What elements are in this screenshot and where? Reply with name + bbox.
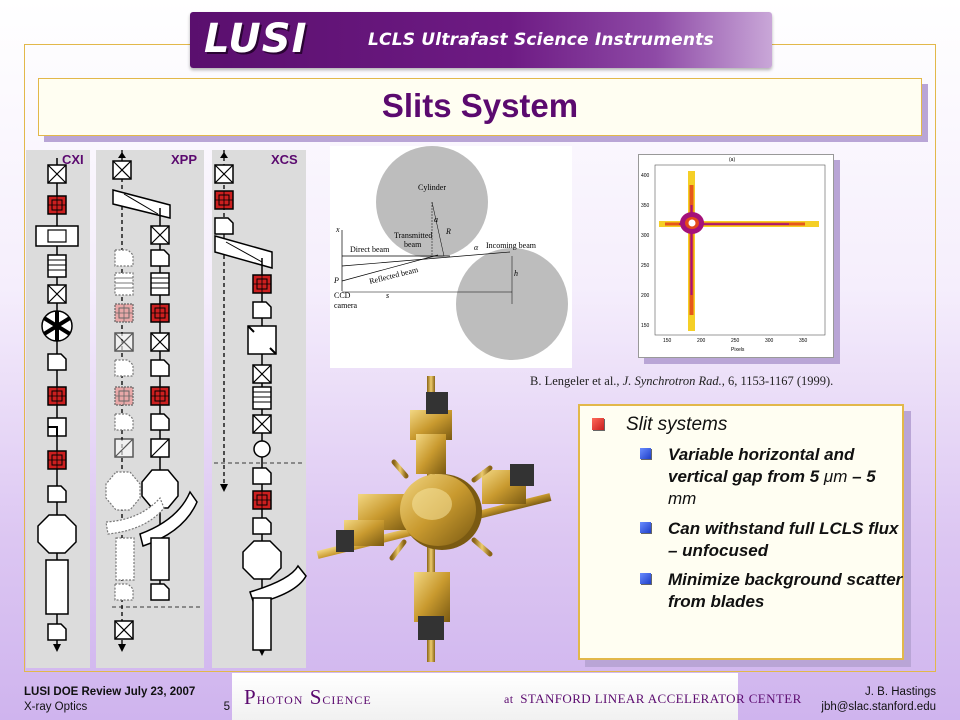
page-title: Slits System <box>381 87 579 124</box>
beamline-label-xcs: XCS <box>271 152 298 167</box>
beamline-label-xpp: XPP <box>171 152 198 167</box>
label-beam: beam <box>404 240 422 249</box>
footer-email: jbh@slac.stanford.edu <box>821 701 936 713</box>
plot-title: (a) <box>729 157 735 163</box>
label-a0: a <box>434 215 438 224</box>
footer-banner-photon-science: PHOTON SCIENCE <box>244 685 372 709</box>
plot-xtick-250: 250 <box>731 338 740 344</box>
plot-ytick-350: 350 <box>641 203 650 209</box>
label-direct-beam: Direct beam <box>350 245 390 254</box>
plot-ytick-150: 150 <box>641 323 650 329</box>
beamline-xpp <box>96 150 204 668</box>
footer-banner: PHOTON SCIENCE at STANFORD LINEAR ACCELE… <box>232 673 801 720</box>
label-transmitted: Transmitted <box>394 231 432 240</box>
bullet-heading: Slit systems <box>591 414 728 435</box>
label-camera: camera <box>334 301 358 310</box>
bullet-item-flux: Can withstand full LCLS flux – unfocused <box>640 518 904 562</box>
diffraction-plot: (a) 400 350 300 250 200 150 150 200 250 … <box>638 154 834 358</box>
label-x: x <box>335 225 340 234</box>
plot-ytick-250: 250 <box>641 263 650 269</box>
label-reflected-beam: Reflected beam <box>368 265 419 286</box>
bullet-item-gap-u1: μm <box>819 467 848 486</box>
beamline-label-cxi: CXI <box>62 152 84 167</box>
label-cylinder: Cylinder <box>418 183 446 192</box>
label-P: P <box>333 276 339 285</box>
footer-topic: X-ray Optics <box>24 701 88 713</box>
plot-xtick-300: 300 <box>765 338 774 344</box>
label-alpha0: α <box>474 243 479 252</box>
header-banner: LUSI LCLS Ultrafast Science Instruments <box>190 12 772 68</box>
footer-left: LUSI DOE Review July 23, 2007 X-ray Opti… <box>24 686 230 716</box>
bullet-item-scatter: Minimize background scatter from blades <box>640 570 903 611</box>
plot-ytick-400: 400 <box>641 173 650 179</box>
xcs-components <box>214 150 307 656</box>
plot-ytick-300: 300 <box>641 233 650 239</box>
bullet-item-gap-text: Variable horizontal and vertical gap fro… <box>668 445 855 486</box>
beamline-schematic <box>35 150 307 656</box>
footer-author: J. B. Hastings <box>865 686 936 698</box>
cxi-components <box>35 158 79 652</box>
citation-details: , 6, 1153-1167 (1999). <box>721 374 834 388</box>
xpp-components <box>105 150 200 652</box>
plot-xtick-200: 200 <box>697 338 706 344</box>
plot-xtick-150: 150 <box>663 338 672 344</box>
bullet-item-gap: Variable horizontal and vertical gap fro… <box>640 444 904 510</box>
plot-ytick-200: 200 <box>641 293 650 299</box>
header-subtitle: LCLS Ultrafast Science Instruments <box>368 30 714 50</box>
bullet-item-gap-v2: 5 <box>866 467 876 486</box>
citation-authors: B. Lengeler et al., <box>530 374 623 388</box>
label-incoming-beam: Incoming beam <box>486 241 537 250</box>
slit-systems-box: Slit systems Variable horizontal and ver… <box>578 404 904 660</box>
lusi-logo: LUSI <box>204 16 308 62</box>
label-h: h <box>514 269 518 278</box>
citation-journal: J. Synchrotron Rad. <box>622 374 722 388</box>
plot-xtick-350: 350 <box>799 338 808 344</box>
citation: B. Lengeler et al., J. Synchrotron Rad.,… <box>530 374 833 389</box>
title-bar: Slits System <box>38 78 922 136</box>
plot-xlabel: Pixels <box>731 347 745 353</box>
slit-assembly-image <box>316 376 552 662</box>
label-R: R <box>445 227 451 236</box>
label-ccd: CCD <box>334 291 351 300</box>
bullet-item-gap-v1: 5 <box>809 467 820 486</box>
footer-event: LUSI DOE Review July 23, 2007 <box>24 686 196 698</box>
label-s0: s <box>386 291 389 300</box>
bullet-item-gap-mid: – <box>847 467 867 486</box>
footer-banner-slac: at STANFORD LINEAR ACCELERATOR CENTER <box>504 691 802 706</box>
bullet-item-gap-u2: mm <box>668 489 697 508</box>
footer-right: J. B. Hastings jbh@slac.stanford.edu <box>821 686 936 716</box>
footer-page-number: 5 <box>223 701 230 713</box>
cylinder-diagram: Cylinder Transmitted beam Direct beam In… <box>330 146 572 368</box>
